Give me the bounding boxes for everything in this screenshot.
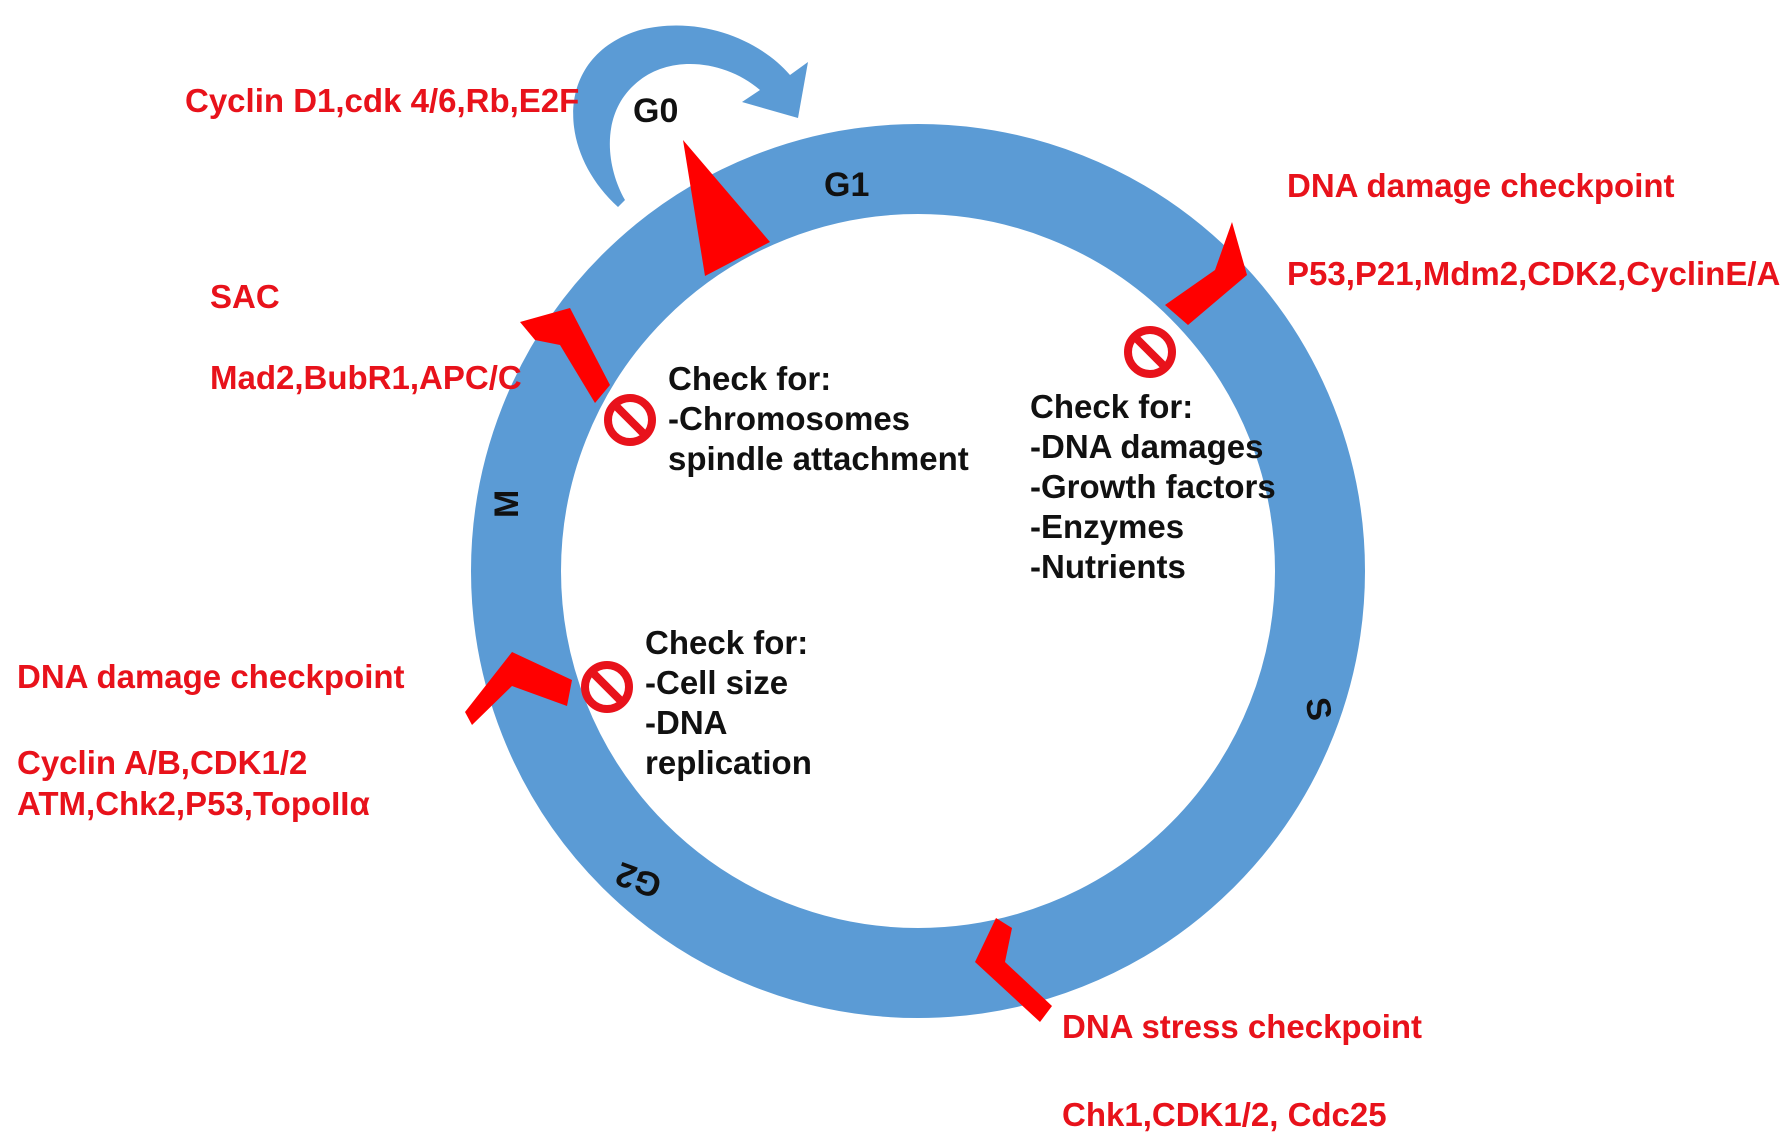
g0-loop-arrow: [573, 25, 808, 208]
curved-arrow-icon: [573, 25, 808, 208]
checkpoint-proteins: ATM,Chk2,P53,TopoIIα: [17, 785, 370, 822]
checkpoint-proteins: P53,P21,Mdm2,CDK2,CyclinE/A: [1287, 255, 1780, 292]
check-line: Check for:: [1030, 388, 1193, 425]
checkpoint-stress: DNA stress checkpoint Chk1,CDK1/2, Cdc25: [1062, 1008, 1422, 1133]
checkpoint-title: SAC: [210, 278, 280, 315]
no-entry-icon: [608, 398, 652, 442]
check-line: -DNA: [645, 704, 727, 741]
start-triangle-icon: [683, 140, 770, 276]
phase-label-g0: G0: [633, 92, 678, 130]
check-line: -Cell size: [645, 664, 788, 701]
checkpoint-proteins: Cyclin A/B,CDK1/2: [17, 744, 307, 781]
check-line: -Chromosomes: [668, 400, 910, 437]
chevron-marker-icon: [520, 308, 610, 403]
checkpoint-markers: [465, 222, 1247, 1022]
checkpoint-title: DNA damage checkpoint: [17, 658, 405, 695]
cell-cycle-ring: [471, 124, 1365, 1018]
check-line: -Growth factors: [1030, 468, 1276, 505]
check-line: -Enzymes: [1030, 508, 1184, 545]
no-entry-icon: [585, 665, 629, 709]
chevron-marker-icon: [465, 652, 572, 725]
chevron-marker-icon: [1165, 222, 1247, 325]
checkpoint-proteins: Mad2,BubR1,APC/C: [210, 359, 522, 396]
check-line: Check for:: [668, 360, 831, 397]
check-line: replication: [645, 744, 812, 781]
checkpoint-title: DNA stress checkpoint: [1062, 1008, 1422, 1045]
checkpoint-title: DNA damage checkpoint: [1287, 167, 1675, 204]
check-line: -Nutrients: [1030, 548, 1186, 585]
g0-proteins: Cyclin D1,cdk 4/6,Rb,E2F: [185, 82, 579, 119]
chevron-marker-icon: [975, 918, 1052, 1022]
checkpoint-proteins: Chk1,CDK1/2, Cdc25: [1062, 1096, 1387, 1133]
check-line: -DNA damages: [1030, 428, 1264, 465]
phase-label-g1: G1: [824, 166, 869, 204]
no-entry-icon: [1128, 330, 1172, 374]
checkpoint-g2m: DNA damage checkpoint Cyclin A/B,CDK1/2 …: [17, 624, 812, 822]
check-line: spindle attachment: [668, 440, 969, 477]
checkpoint-g1s: DNA damage checkpoint P53,P21,Mdm2,CDK2,…: [1030, 167, 1780, 585]
checkpoint-sac: SAC Mad2,BubR1,APC/C Check for: -Chromos…: [210, 278, 969, 477]
check-line: Check for:: [645, 624, 808, 661]
phase-label-m: M: [488, 490, 526, 518]
